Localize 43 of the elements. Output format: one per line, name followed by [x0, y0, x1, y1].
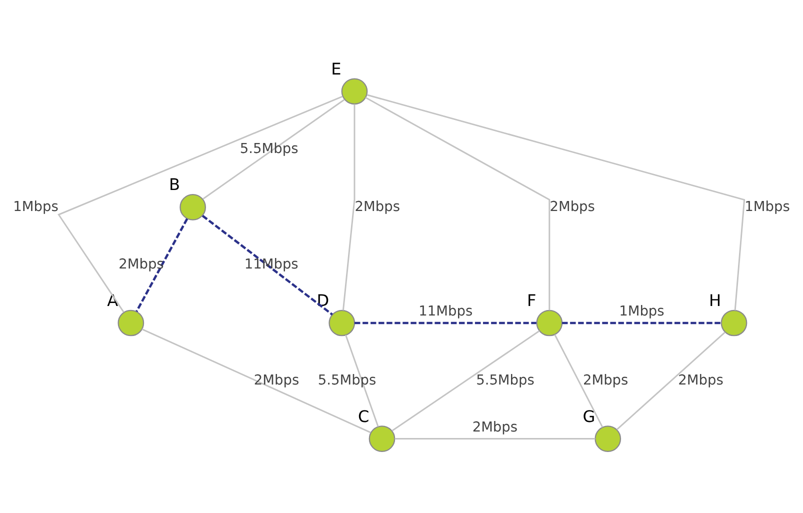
connector [202, 214, 333, 316]
edge-label: 2Mbps [582, 372, 628, 388]
node-label: G [582, 406, 596, 426]
node-circle [368, 426, 396, 452]
edge-label: 2Mbps [354, 198, 400, 215]
connector [202, 99, 345, 200]
edge-label: 1Mbps [13, 198, 58, 215]
connector [366, 94, 746, 310]
connector [365, 96, 550, 310]
node-circle [536, 310, 563, 336]
edge-label: 1Mbps [744, 198, 790, 215]
node-label: B [168, 175, 180, 194]
edge-label: 2Mbps [254, 372, 300, 388]
edge-label: 5.5Mbps [240, 140, 298, 157]
node-label: H [709, 291, 722, 310]
connector [136, 218, 188, 312]
connector [142, 328, 371, 434]
edge-label: 5.5Mbps [318, 372, 376, 388]
edge-label: 2Mbps [550, 198, 595, 215]
connector [392, 330, 540, 432]
connector [616, 332, 726, 430]
node-circle [118, 310, 144, 336]
connector [345, 334, 379, 427]
node-label: E [331, 59, 342, 78]
node-label: F [527, 291, 536, 310]
connector [562, 322, 722, 324]
node-circle [328, 310, 356, 336]
connector [554, 334, 604, 428]
node-circle [341, 78, 368, 105]
connector [342, 104, 356, 310]
node-label: C [358, 406, 370, 426]
edge-label: 2Mbps [472, 419, 518, 436]
connector [58, 96, 343, 313]
edge-label: 11Mbps [418, 304, 473, 320]
connector [354, 322, 536, 324]
edge-label: 5.5Mbps [476, 372, 534, 388]
connector [394, 438, 596, 440]
node-circle [720, 310, 748, 336]
edge-label: 1Mbps [619, 304, 664, 320]
node-circle [594, 426, 622, 452]
edge-label: 2Mbps [118, 256, 164, 273]
edge-label: 2Mbps [678, 372, 724, 388]
node-circle [180, 194, 206, 220]
